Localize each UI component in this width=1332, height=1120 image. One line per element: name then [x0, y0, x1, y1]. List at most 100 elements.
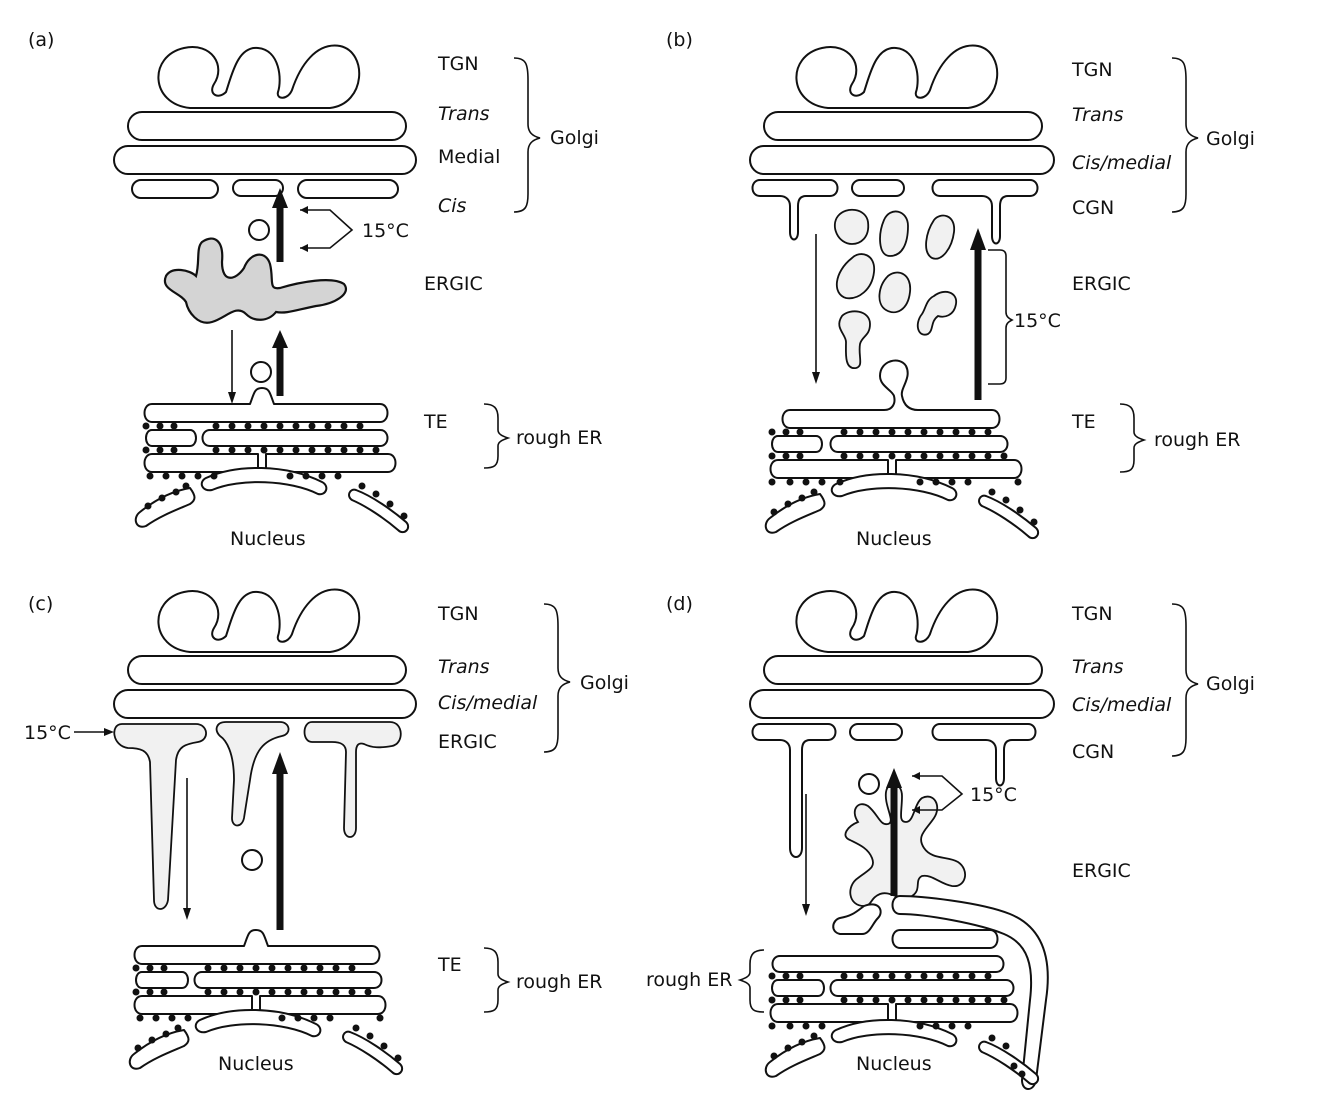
rough-er-cisterna — [831, 980, 1014, 996]
compartment-label: ERGIC — [1072, 273, 1131, 295]
compartment-label: TGN — [437, 603, 479, 625]
er-brace — [484, 948, 508, 1012]
arrowhead — [228, 392, 236, 404]
rough-er-cisterna — [773, 956, 1004, 972]
arrowhead — [272, 330, 288, 348]
golgi-brace — [514, 58, 540, 212]
panel-d: (d) 15°C — [646, 590, 1255, 1089]
panel-letter: (b) — [666, 29, 693, 51]
transport-vesicle — [251, 362, 271, 382]
arrowhead — [812, 372, 820, 384]
arrowhead — [886, 768, 902, 788]
arrowhead — [104, 728, 114, 736]
compartment-label: CGN — [1072, 197, 1114, 219]
panel-letter: (c) — [28, 593, 53, 615]
arrowhead — [802, 904, 810, 916]
arrowhead — [300, 244, 308, 252]
arrowhead — [272, 752, 288, 774]
trans-cisterna — [764, 112, 1042, 140]
compartment-label: CGN — [1072, 741, 1114, 763]
transitional-er — [783, 361, 1000, 428]
compartment-label: TE — [437, 954, 462, 976]
rough-er-cisterna — [772, 436, 822, 452]
ergic-element — [879, 273, 910, 313]
panel-c: (c) Nucleus TGN Trans Cis/medial ER — [24, 590, 629, 1075]
rough-er-cisterna — [831, 436, 1008, 452]
golgi-label: Golgi — [1206, 673, 1255, 695]
cis-medial-cisterna — [114, 690, 416, 718]
ergic-element — [839, 311, 870, 368]
nucleus-label: Nucleus — [856, 528, 932, 550]
ergic-tubule — [114, 724, 206, 909]
compartment-label: Cis/medial — [1072, 694, 1172, 716]
cgn-tubule — [753, 724, 836, 857]
nuclear-envelope — [136, 488, 195, 527]
compartment-label: ERGIC — [1072, 860, 1131, 882]
rough-er-cisterna — [195, 972, 382, 988]
transitional-er — [135, 930, 380, 964]
panel-letter: (d) — [666, 593, 693, 615]
compartment-label: Trans — [1072, 104, 1124, 126]
tgn-cisterna — [796, 46, 997, 108]
transitional-er — [145, 388, 388, 422]
transport-vesicle — [859, 774, 879, 794]
temperature-label: 15°C — [970, 784, 1017, 806]
compartment-label: Trans — [438, 103, 490, 125]
golgi-brace — [1172, 604, 1198, 756]
trans-cisterna — [128, 656, 406, 684]
cgn-tubule — [933, 724, 1036, 786]
er-label: rough ER — [516, 971, 602, 993]
transport-vesicle — [249, 220, 269, 240]
cis-cisterna — [233, 180, 283, 196]
ergic-connection — [893, 930, 998, 948]
block-pointer — [300, 210, 352, 248]
compartment-label: Trans — [438, 656, 490, 678]
trans-cisterna — [764, 656, 1042, 684]
arrowhead — [970, 228, 986, 250]
compartment-label: TE — [423, 411, 448, 433]
ergic-element — [837, 254, 874, 298]
cis-medial-cisterna — [750, 690, 1054, 718]
golgi-brace — [544, 604, 570, 752]
compartment-label: TGN — [437, 53, 479, 75]
ergic-element — [835, 210, 868, 244]
panel-letter: (a) — [28, 29, 54, 51]
compartment-label: TGN — [1071, 603, 1113, 625]
rough-er-cisterna — [136, 972, 188, 988]
compartment-label: TE — [1071, 411, 1096, 433]
trans-cisterna — [128, 112, 406, 140]
er-label: rough ER — [516, 427, 602, 449]
compartment-label: ERGIC — [424, 273, 483, 295]
compartment-label: Cis — [438, 195, 467, 217]
temperature-label: 15°C — [24, 722, 71, 744]
er-label: rough ER — [646, 969, 732, 991]
compartment-label: Trans — [1072, 656, 1124, 678]
temperature-label: 15°C — [362, 220, 409, 242]
cgn-cisterna — [850, 724, 902, 740]
ergic-network — [845, 784, 965, 906]
nucleus-label: Nucleus — [218, 1053, 294, 1075]
medial-cisterna — [114, 146, 416, 174]
golgi-brace — [1172, 58, 1198, 212]
er-brace — [1120, 404, 1144, 472]
ergic-tubule — [305, 722, 401, 837]
compartment-label: ERGIC — [438, 731, 497, 753]
temperature-bracket — [988, 250, 1012, 384]
compartment-label: Cis/medial — [438, 692, 538, 714]
er-brace — [484, 404, 508, 468]
compartment-label: Medial — [438, 146, 500, 168]
nucleus-label: Nucleus — [230, 528, 306, 550]
cis-cisterna — [132, 180, 218, 198]
compartment-label: Cis/medial — [1072, 152, 1172, 174]
rough-er-cisterna — [772, 980, 824, 996]
tgn-cisterna — [796, 590, 997, 652]
cis-cisterna — [298, 180, 398, 198]
compartment-label: TGN — [1071, 59, 1113, 81]
cgn-cisterna — [852, 180, 904, 196]
rough-er-cisterna — [146, 430, 196, 446]
cis-medial-cisterna — [750, 146, 1054, 174]
golgi-label: Golgi — [550, 127, 599, 149]
ergic-element — [880, 211, 908, 256]
tgn-cisterna — [158, 590, 359, 652]
